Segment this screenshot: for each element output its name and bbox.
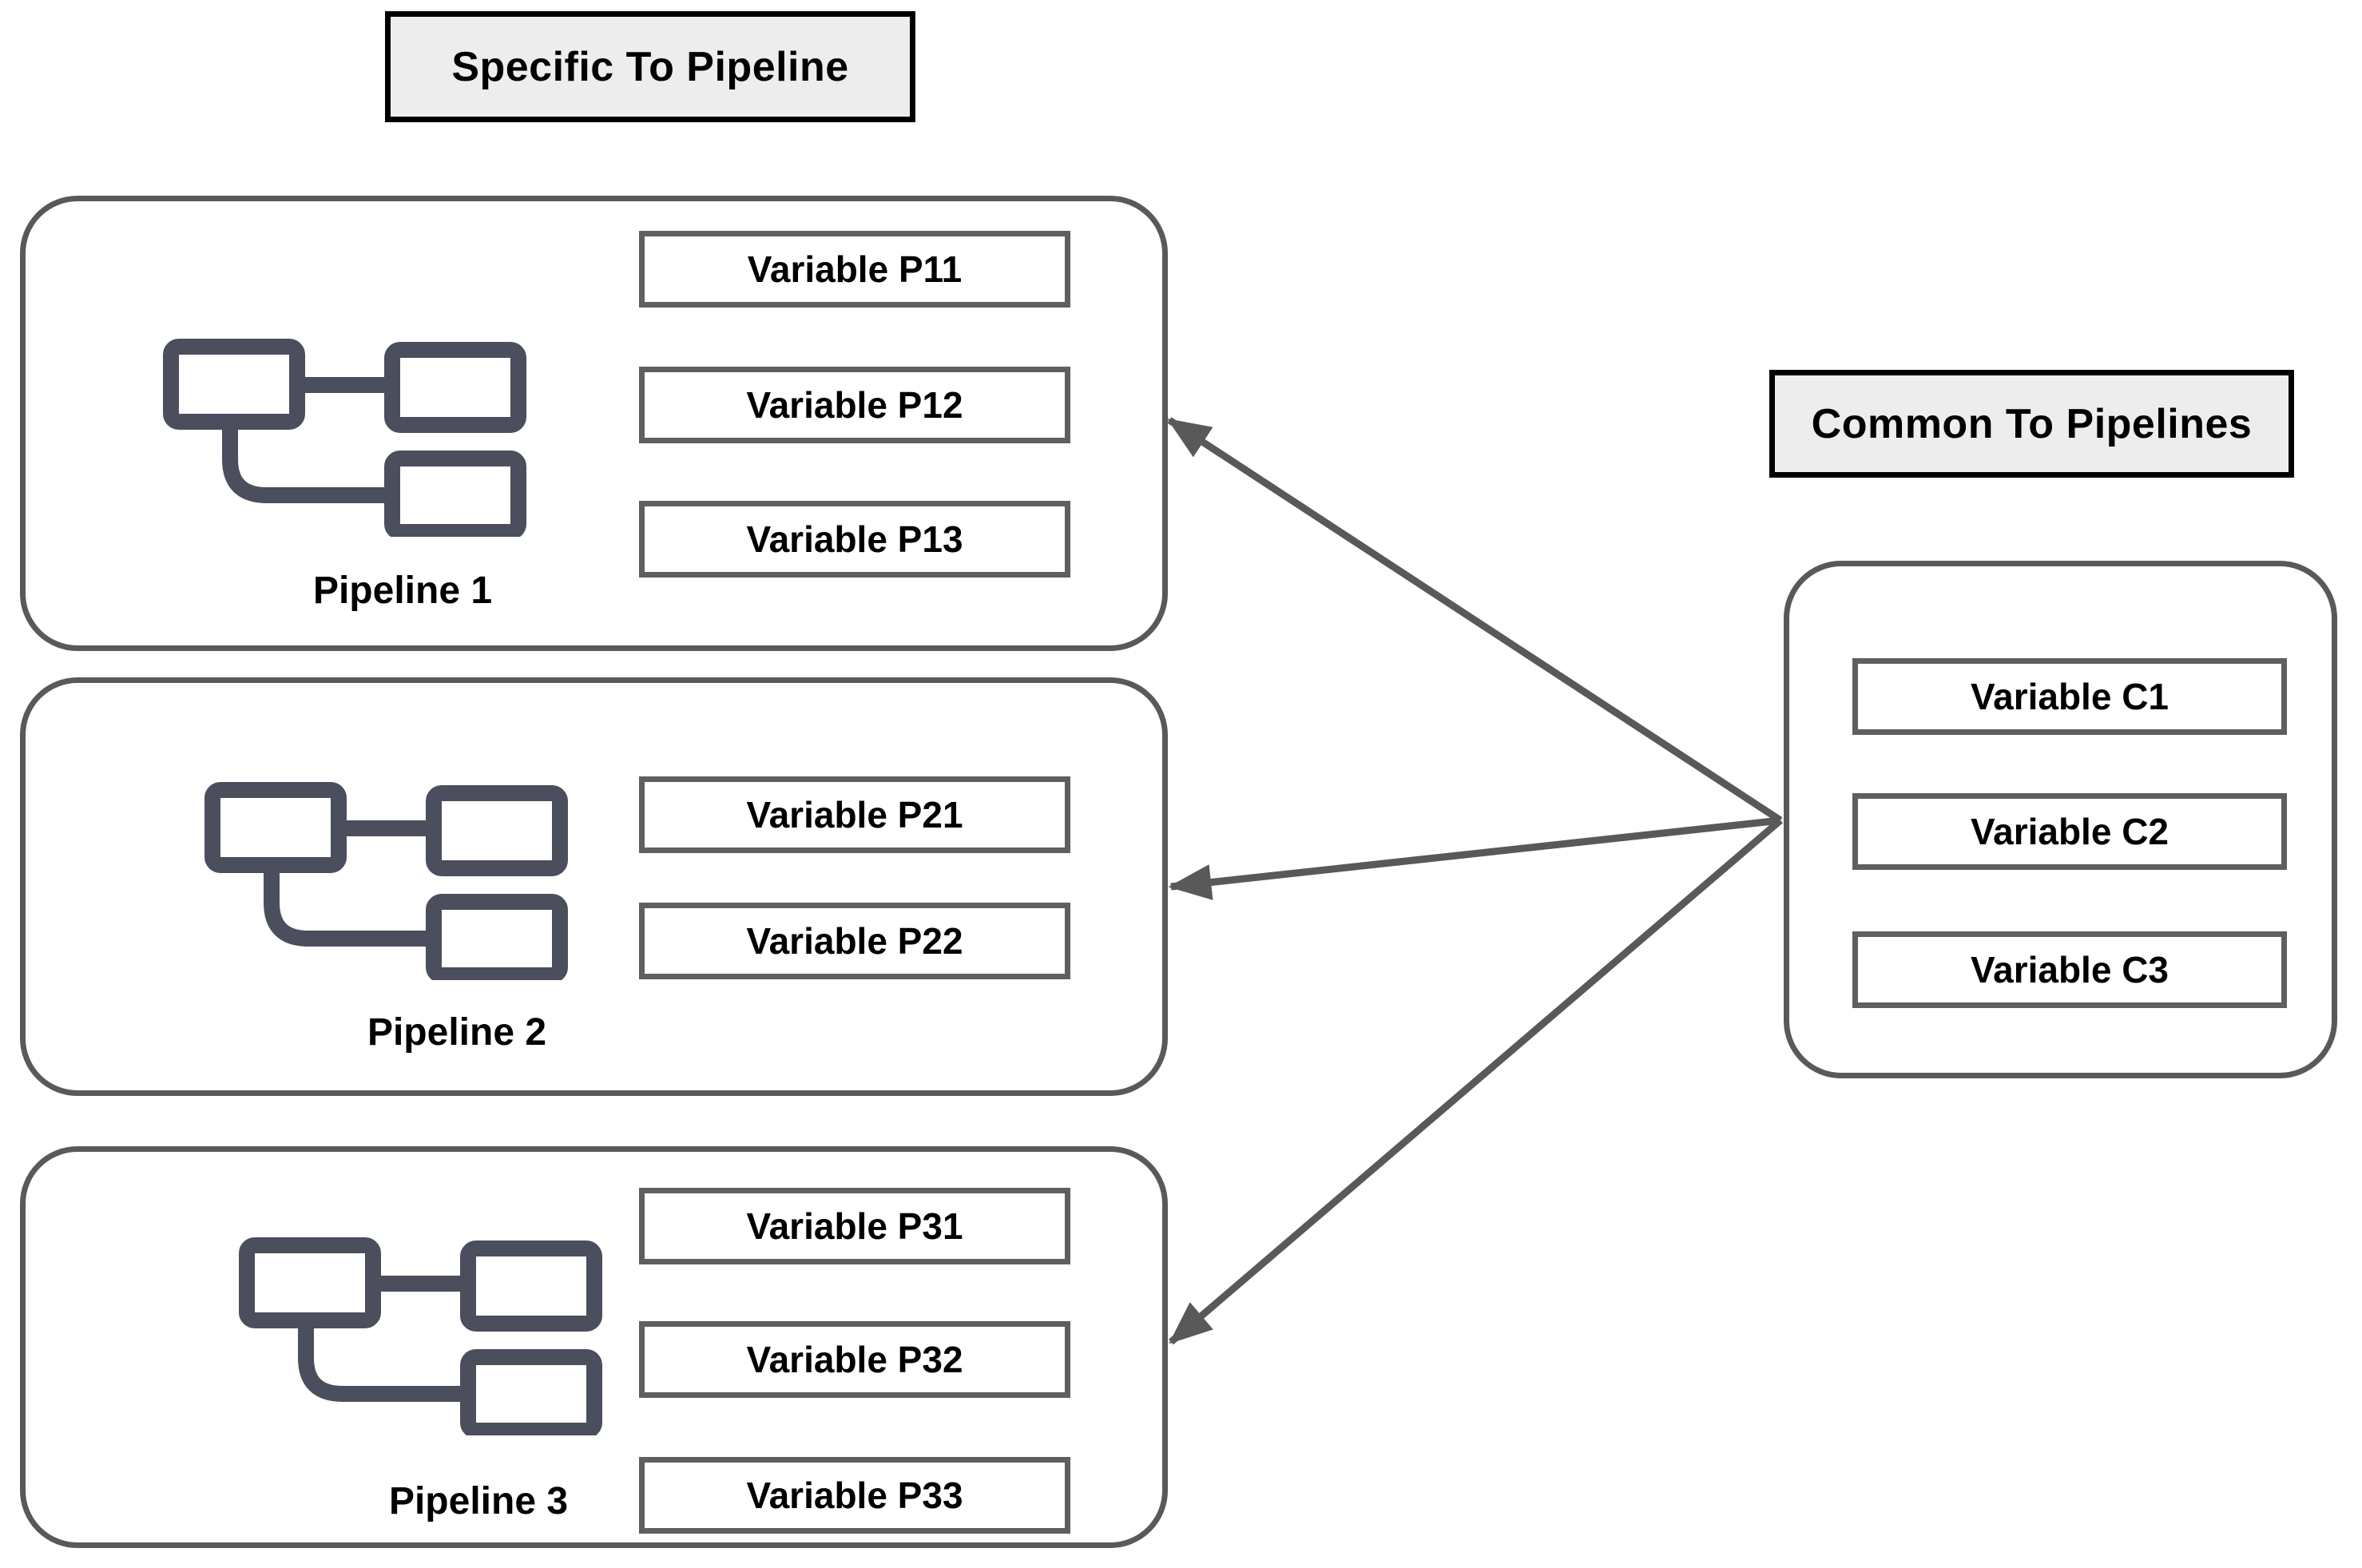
variable-box-p32: Variable P32 xyxy=(639,1321,1070,1398)
specific-to-pipeline-title: Specific To Pipeline xyxy=(385,11,915,122)
variable-box-p11: Variable P11 xyxy=(639,231,1070,308)
pipeline-3-label: Pipeline 3 xyxy=(388,1479,569,1522)
common-to-pipeline-arrows xyxy=(1166,417,1783,1345)
pipeline-2-label: Pipeline 2 xyxy=(367,1010,547,1054)
arrow-common-box-to-pipeline-2 xyxy=(1168,816,1781,900)
flow-diagram-icon xyxy=(203,780,570,980)
flow-diagram-icon xyxy=(237,1236,605,1435)
arrow-common-box-to-pipeline-3 xyxy=(1169,817,1783,1345)
pipeline-1-box: Pipeline 1 Variable P11 Variable P12 Var… xyxy=(20,196,1168,651)
specific-to-pipeline-label: Specific To Pipeline xyxy=(451,43,849,90)
variable-box-p13: Variable P13 xyxy=(639,501,1070,578)
variable-box-c3: Variable C3 xyxy=(1852,931,2287,1008)
common-to-pipelines-label: Common To Pipelines xyxy=(1811,400,2253,447)
variable-box-p21: Variable P21 xyxy=(639,776,1070,853)
variable-box-c1: Variable C1 xyxy=(1852,658,2287,735)
variable-box-p12: Variable P12 xyxy=(639,367,1070,443)
variable-box-p31: Variable P31 xyxy=(639,1188,1070,1264)
variable-box-p33: Variable P33 xyxy=(639,1457,1070,1534)
common-variables-box: Variable C1 Variable C2 Variable C3 xyxy=(1784,561,2337,1078)
common-to-pipelines-title: Common To Pipelines xyxy=(1769,370,2294,478)
pipeline-3-box: Pipeline 3 Variable P31 Variable P32 Var… xyxy=(20,1146,1168,1548)
flow-diagram-icon xyxy=(161,337,529,537)
pipeline-2-box: Pipeline 2 Variable P21 Variable P22 xyxy=(20,677,1168,1096)
variable-box-p22: Variable P22 xyxy=(639,903,1070,979)
pipeline-1-label: Pipeline 1 xyxy=(312,569,493,612)
variable-box-c2: Variable C2 xyxy=(1852,793,2287,870)
arrow-common-box-to-pipeline-1 xyxy=(1166,417,1783,824)
